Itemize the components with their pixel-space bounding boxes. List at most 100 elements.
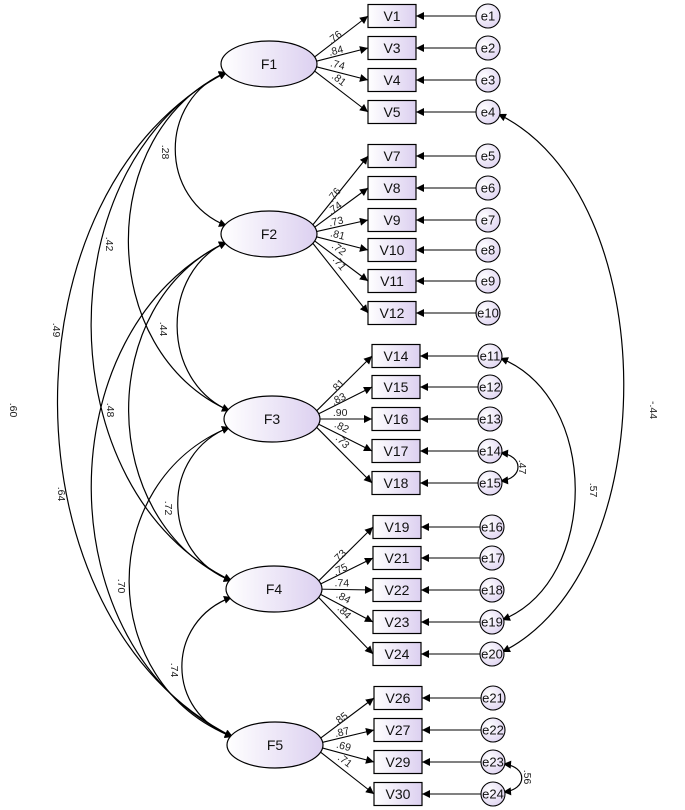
indicator-label: V4 [383,72,400,88]
factor-f1: F1 [220,40,318,88]
factor-ellipse [220,40,318,88]
indicator-box [373,749,423,775]
indicator-label: V10 [380,242,405,258]
indicator-label: V5 [383,104,400,120]
error-label: e21 [482,691,504,706]
error-term-e5: e5 [475,143,501,169]
error-label: e7 [481,213,495,228]
error-covariance-label-e4-e20: -.44 [647,401,659,419]
indicator-box [371,438,421,464]
error-circle [479,514,505,540]
factor-f4: F4 [225,565,323,613]
error-label: e9 [481,274,495,289]
factor-ellipse [223,395,321,443]
loading-path-v11 [312,239,369,282]
error-circle [477,343,503,369]
indicator-box [372,609,422,635]
error-label: e18 [481,583,503,598]
factor-f2: F2 [220,210,318,258]
error-term-e20: e20 [479,641,505,667]
indicator-box [367,3,417,29]
error-circle [475,300,501,326]
error-circle [479,641,505,667]
factor-ellipse [220,210,318,258]
indicator-v24: V24 [372,641,422,667]
loading-path-v19 [317,526,374,582]
error-term-e17: e17 [479,545,505,571]
indicator-box [367,237,417,263]
indicator-label: V21 [385,550,410,566]
indicator-box [367,99,417,125]
loading-path-v5 [312,69,369,113]
error-term-e12: e12 [477,374,503,400]
loading-path-v29 [318,746,375,764]
path-labels: .76.84.74.81.76.74.73.81.72.71.81.83.90.… [7,28,659,784]
error-term-e16: e16 [479,514,505,540]
error-circle [479,577,505,603]
indicator-box [367,67,417,93]
indicator-v10: V10 [367,237,417,263]
loading-path-v7 [312,155,369,225]
correlation-arc-f2-f5 [90,241,234,738]
factor-label: F3 [264,411,281,427]
indicator-label: V11 [380,273,404,289]
loading-label-v4: .74 [329,57,346,72]
loading-label-v21: .75 [331,561,350,578]
loading-label-v5: .81 [329,70,348,89]
loading-label-v22: .74 [334,577,349,589]
error-label: e22 [482,723,504,738]
factor-f3: F3 [223,395,321,443]
indicator-v8: V8 [367,175,417,201]
indicator-label: V23 [385,614,410,630]
error-term-e18: e18 [479,577,505,603]
correlation-label-f1-f3: .42 [103,237,115,252]
indicator-v17: V17 [371,438,421,464]
error-label: e10 [477,306,499,321]
error-term-e7: e7 [475,207,501,233]
indicator-label: V15 [384,379,409,395]
indicator-v12: V12 [367,300,417,326]
error-label: e5 [481,149,495,164]
correlation-label-f1-f5: .60 [7,403,19,418]
indicator-box [367,207,417,233]
error-circle [480,749,506,775]
loading-label-v12: .71 [330,254,349,273]
error-label: e16 [481,520,503,535]
loading-label-v24: .84 [335,603,354,622]
error-circle [475,175,501,201]
error-label: e11 [480,349,501,364]
error-covariance-arc-e11-e19 [499,357,576,621]
indicator-box [372,545,422,571]
indicator-box [367,35,417,61]
factor-ellipse [225,565,323,613]
error-circle [477,406,503,432]
error-circle [480,685,506,711]
error-circle [480,781,506,807]
error-circle [479,545,505,571]
indicator-label: V27 [386,722,411,738]
error-term-e2: e2 [475,35,501,61]
indicator-box [371,470,421,496]
indicator-label: V3 [383,40,400,56]
correlation-label-f2-f5: .64 [55,487,67,502]
error-term-e11: e11 [477,343,503,369]
loading-path-v14 [315,355,373,412]
error-circle [475,99,501,125]
error-label: e6 [481,181,495,196]
error-term-e15: e15 [477,470,503,496]
loading-path-v10 [312,235,369,252]
loading-path-v12 [312,243,369,314]
factor-f5: F5 [226,721,324,769]
indicator-v1: V1 [367,3,417,29]
indicator-v15: V15 [371,374,421,400]
error-label: e24 [482,787,504,802]
loading-label-v18: .73 [333,432,352,451]
indicator-v9: V9 [367,207,417,233]
correlation-arc-f3-f5 [128,426,234,738]
loading-path-v23 [317,592,374,623]
factor-label: F1 [261,56,278,72]
loading-path-v21 [317,557,374,586]
error-covariance-label-e23-e24: .56 [521,770,533,785]
error-term-e14: e14 [477,438,503,464]
error-label: e14 [479,444,501,459]
